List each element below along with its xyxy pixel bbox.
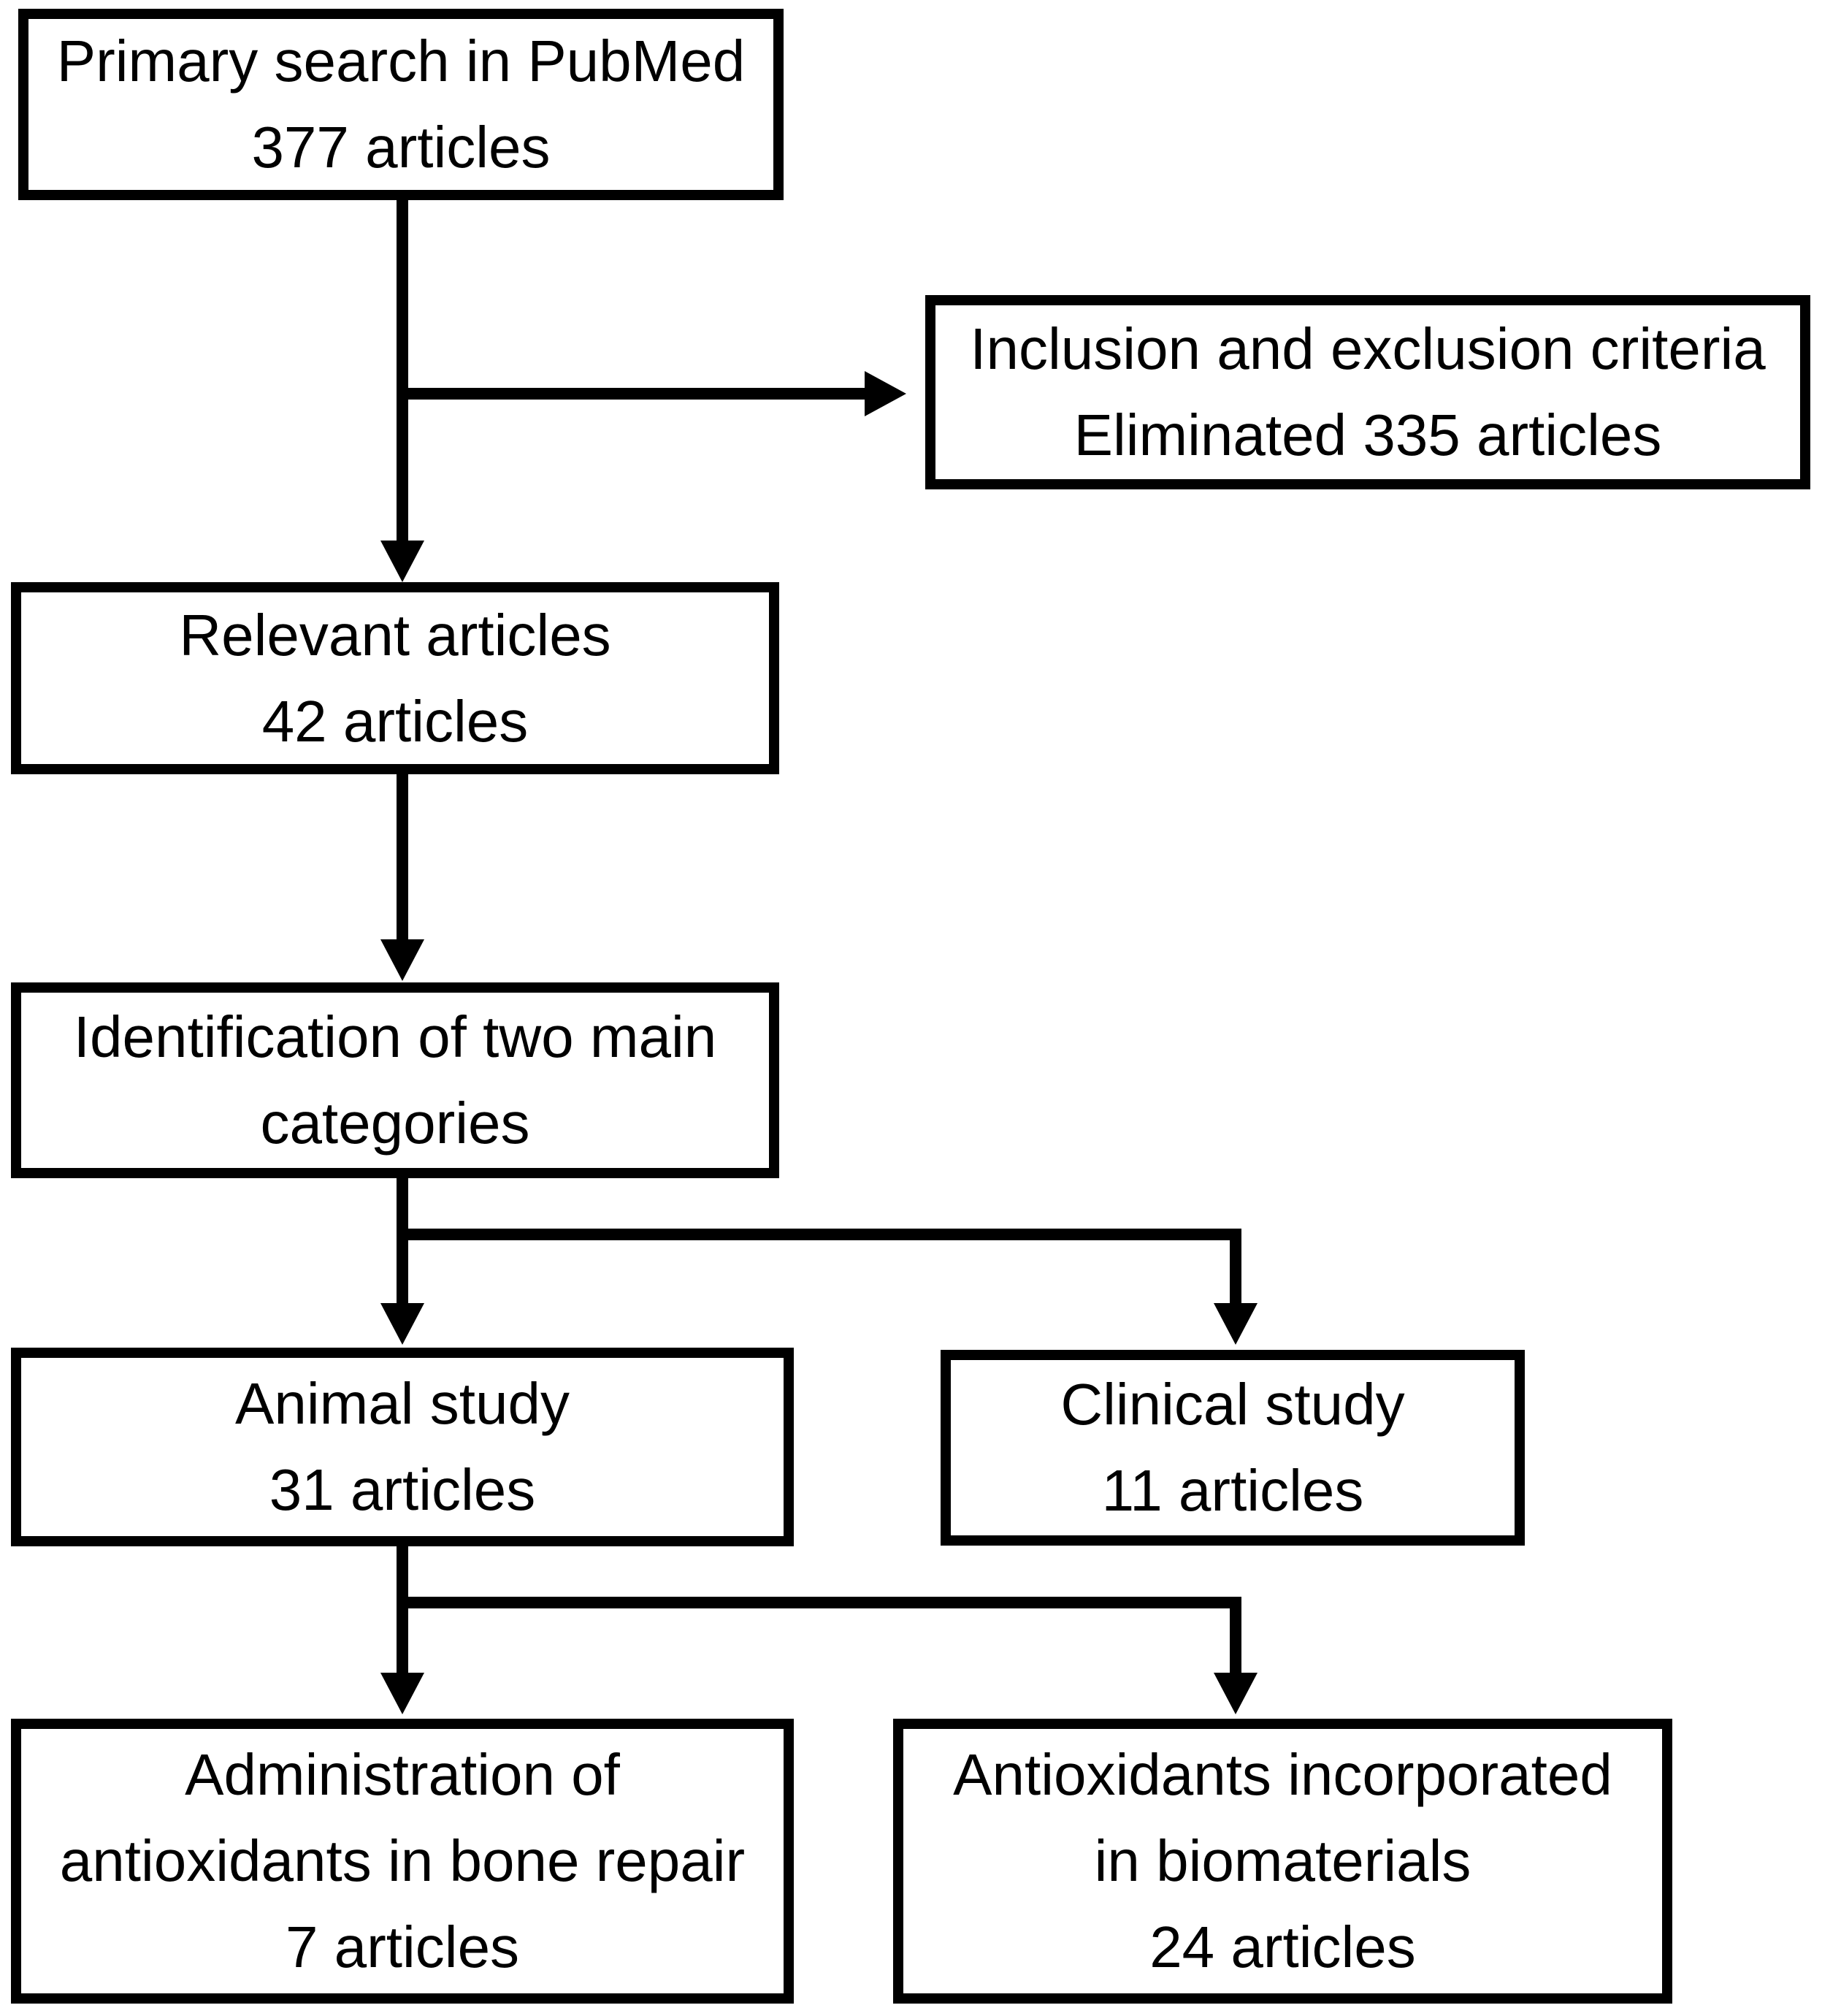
box-biomaterials-line1: Antioxidants incorporated xyxy=(953,1742,1612,1807)
arrowhead-animal-icon xyxy=(380,1303,424,1345)
box-clinical-line2: 11 articles xyxy=(1101,1458,1364,1523)
box-criteria-line2: Eliminated 335 articles xyxy=(1073,402,1662,467)
box-primary-search-line1: Primary search in PubMed xyxy=(56,28,746,93)
box-primary-search: Primary search in PubMed 377 articles xyxy=(18,9,784,200)
box-clinical-study: Clinical study 11 articles xyxy=(941,1350,1525,1546)
box-animal-line1: Animal study xyxy=(235,1371,570,1436)
arrowhead-identification-icon xyxy=(380,939,424,981)
box-inclusion-exclusion-criteria: Inclusion and exclusion criteria Elimina… xyxy=(925,295,1810,489)
box-relevant-articles: Relevant articles 42 articles xyxy=(11,582,779,774)
arrowhead-clinical-icon xyxy=(1214,1303,1258,1345)
box-identification-line1: Identification of two main xyxy=(73,1004,717,1069)
box-animal-study: Animal study 31 articles xyxy=(11,1348,794,1546)
box-antioxidants-biomaterials: Antioxidants incorporated in biomaterial… xyxy=(893,1719,1672,2004)
box-identification-categories: Identification of two main categories xyxy=(11,982,779,1178)
box-animal-line2: 31 articles xyxy=(269,1457,536,1522)
box-biomaterials-line2: in biomaterials xyxy=(1094,1828,1471,1893)
box-identification-line2: categories xyxy=(260,1091,530,1156)
arrowhead-criteria-icon xyxy=(865,371,906,416)
box-administration-antioxidants: Administration of antioxidants in bone r… xyxy=(11,1719,794,2004)
connector-identification-branch-line xyxy=(397,1176,1241,1305)
box-relevant-line2: 42 articles xyxy=(261,688,529,754)
connector-animal-branch-line xyxy=(397,1545,1241,1674)
arrowhead-relevant-icon xyxy=(380,541,424,582)
box-criteria-line1: Inclusion and exclusion criteria xyxy=(970,316,1766,381)
box-primary-search-line2: 377 articles xyxy=(251,115,551,180)
box-administration-line2: antioxidants in bone repair xyxy=(59,1828,746,1893)
box-administration-line3: 7 articles xyxy=(285,1914,520,1979)
box-relevant-line1: Relevant articles xyxy=(179,602,611,668)
arrowhead-biomaterials-icon xyxy=(1214,1673,1258,1714)
box-clinical-line1: Clinical study xyxy=(1060,1372,1405,1437)
box-administration-line1: Administration of xyxy=(185,1742,620,1807)
box-biomaterials-line3: 24 articles xyxy=(1149,1914,1416,1979)
arrowhead-administration-icon xyxy=(380,1673,424,1714)
